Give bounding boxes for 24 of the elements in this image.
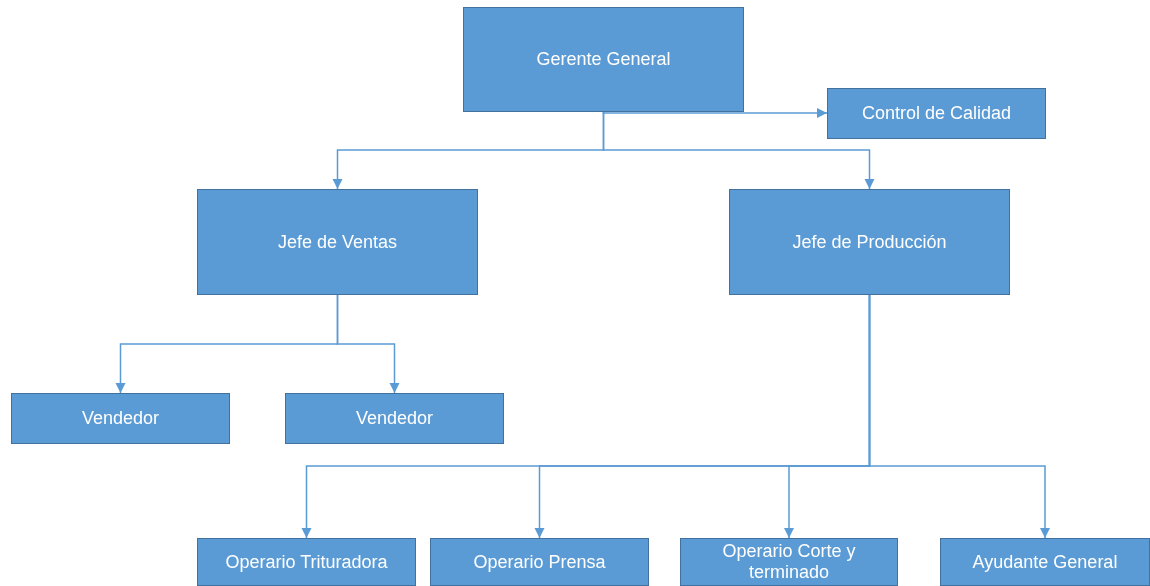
org-box: [285, 393, 504, 444]
connector-arrow: [336, 294, 400, 394]
connector-arrow: [868, 294, 1051, 539]
org-box: [827, 88, 1046, 139]
box-label: Jefe de Producción: [792, 231, 947, 253]
box-label: Jefe de Ventas: [277, 231, 398, 253]
box-label: Operario Trituradora: [225, 551, 388, 573]
box-label: Vendedor: [355, 408, 434, 429]
box-label: Gerente General: [536, 49, 671, 70]
org-box: [430, 538, 649, 586]
box-label: Operario Prensa: [473, 551, 606, 573]
org-box: [463, 7, 744, 112]
connector-arrow: [602, 107, 828, 119]
org-box: [729, 189, 1010, 295]
box-label: Control de Calidad: [861, 103, 1012, 124]
box-label: Operario Corte y terminado: [721, 541, 857, 583]
org-box: [197, 189, 478, 295]
org-box: [940, 538, 1150, 586]
org-box: [680, 538, 898, 586]
org-box: [11, 393, 230, 444]
connector-arrow: [602, 111, 875, 190]
box-label: Ayudante General: [972, 551, 1118, 573]
box-label: Vendedor: [81, 408, 160, 429]
org-box: [197, 538, 416, 586]
